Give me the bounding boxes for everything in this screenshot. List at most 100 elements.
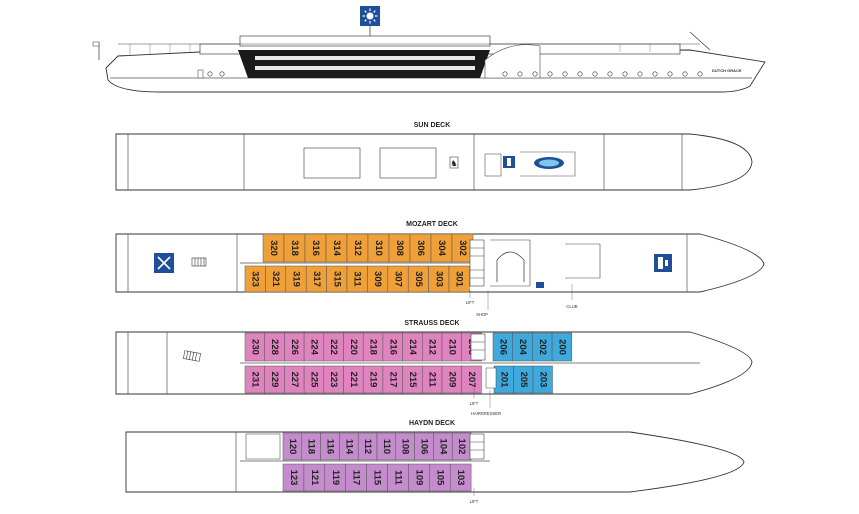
cabin-309[interactable]: 309 [367,265,389,293]
mozart-deck-title: MOZART DECK [406,221,458,228]
cabin-number: 225 [308,372,319,389]
cabin-226[interactable]: 226 [284,332,305,362]
cabin-202[interactable]: 202 [532,332,553,362]
cabin-316[interactable]: 316 [304,233,327,263]
sun-icon [360,6,380,36]
cabin-201[interactable]: 201 [493,365,514,394]
strauss-deck-title: STRAUSS DECK [404,320,459,327]
ship-profile: DUTCH GRACE [92,6,766,93]
cabin-number: 318 [289,240,300,256]
cabin-108[interactable]: 108 [395,432,415,461]
cabin-207[interactable]: 207 [461,365,482,394]
cabin-218[interactable]: 218 [362,332,384,362]
cabin-216[interactable]: 216 [382,332,403,362]
cabin-number: 321 [270,271,281,288]
cabin-308[interactable]: 308 [388,233,411,263]
cabin-111[interactable]: 111 [387,463,409,492]
cabin-number: 305 [413,271,424,288]
cabin-209[interactable]: 209 [441,365,462,394]
cabin-305[interactable]: 305 [407,265,429,293]
cabin-123[interactable]: 123 [282,463,305,492]
cabin-number: 323 [250,271,261,287]
cabin-229[interactable]: 229 [264,365,285,394]
cabin-109[interactable]: 109 [408,463,430,492]
shop-label: SHOP [476,312,488,317]
svg-text:♞: ♞ [450,159,457,168]
cabin-223[interactable]: 223 [323,365,344,394]
strauss-lift-label: LIFT [470,401,479,406]
ship-name: DUTCH GRACE [712,68,742,73]
cabin-224[interactable]: 224 [303,332,325,362]
cabin-204[interactable]: 204 [512,332,533,362]
cabin-215[interactable]: 215 [402,365,423,394]
cabin-119[interactable]: 119 [324,463,346,492]
cabin-121[interactable]: 121 [303,463,326,492]
cabin-312[interactable]: 312 [346,233,369,263]
cabin-307[interactable]: 307 [387,265,409,293]
cabin-number: 121 [309,470,320,487]
cabin-225[interactable]: 225 [303,365,325,394]
haydn-deck-title: HAYDN DECK [409,420,455,427]
restaurant-icon [154,253,174,273]
cabin-105[interactable]: 105 [429,463,451,492]
cabin-114[interactable]: 114 [339,432,359,461]
cabin-number: 316 [310,240,321,256]
cabin-number: 306 [415,240,426,256]
cabin-321[interactable]: 321 [265,265,287,293]
cabin-315[interactable]: 315 [326,265,348,293]
cabin-number: 110 [381,439,392,454]
cabin-320[interactable]: 320 [262,233,285,263]
cabin-306[interactable]: 306 [409,233,432,263]
cabin-106[interactable]: 106 [414,432,434,461]
cabin-118[interactable]: 118 [301,432,321,461]
cabin-227[interactable]: 227 [284,365,305,394]
cabin-number: 320 [268,240,279,256]
cabin-230[interactable]: 230 [244,332,265,362]
cabin-310[interactable]: 310 [367,233,390,263]
cabin-205[interactable]: 205 [513,365,534,394]
cabin-221[interactable]: 221 [343,365,364,394]
cabin-number: 307 [393,271,404,287]
cabin-number: 309 [372,271,383,287]
cabin-number: 230 [249,339,260,355]
cabin-104[interactable]: 104 [433,432,453,461]
cabin-102[interactable]: 102 [451,432,472,461]
cabin-301[interactable]: 301 [448,265,470,293]
cabin-317[interactable]: 317 [305,265,327,293]
cabin-211[interactable]: 211 [422,365,443,394]
cabin-110[interactable]: 110 [376,432,397,461]
cabin-box [461,365,482,394]
cabin-228[interactable]: 228 [264,332,285,362]
cabin-number: 119 [330,470,341,485]
cabin-304[interactable]: 304 [430,233,453,263]
cabin-206[interactable]: 206 [492,332,513,362]
cabin-220[interactable]: 220 [343,332,364,362]
cabin-210[interactable]: 210 [441,332,462,362]
cabin-212[interactable]: 212 [422,332,443,362]
cabin-120[interactable]: 120 [282,432,303,461]
cabin-319[interactable]: 319 [285,265,307,293]
cabin-219[interactable]: 219 [362,365,384,394]
cabin-116[interactable]: 116 [320,432,340,461]
cabin-311[interactable]: 311 [346,265,368,293]
cabin-318[interactable]: 318 [283,233,306,263]
cabin-214[interactable]: 214 [402,332,423,362]
cabin-217[interactable]: 217 [382,365,403,394]
cabin-303[interactable]: 303 [428,265,450,293]
cabin-314[interactable]: 314 [325,233,348,263]
cabin-103[interactable]: 103 [449,463,472,492]
cabin-323[interactable]: 323 [244,265,266,293]
cabin-231[interactable]: 231 [244,365,265,394]
cabin-number: 106 [419,439,430,455]
cabin-222[interactable]: 222 [323,332,344,362]
cabin-number: 120 [287,439,298,455]
cabin-203[interactable]: 203 [532,365,553,394]
cabin-200[interactable]: 200 [551,332,573,362]
lift-icon [470,333,486,361]
cabin-number: 205 [518,372,529,389]
cabin-117[interactable]: 117 [345,463,367,492]
cabin-115[interactable]: 115 [366,463,388,492]
cabin-112[interactable]: 112 [357,432,378,461]
